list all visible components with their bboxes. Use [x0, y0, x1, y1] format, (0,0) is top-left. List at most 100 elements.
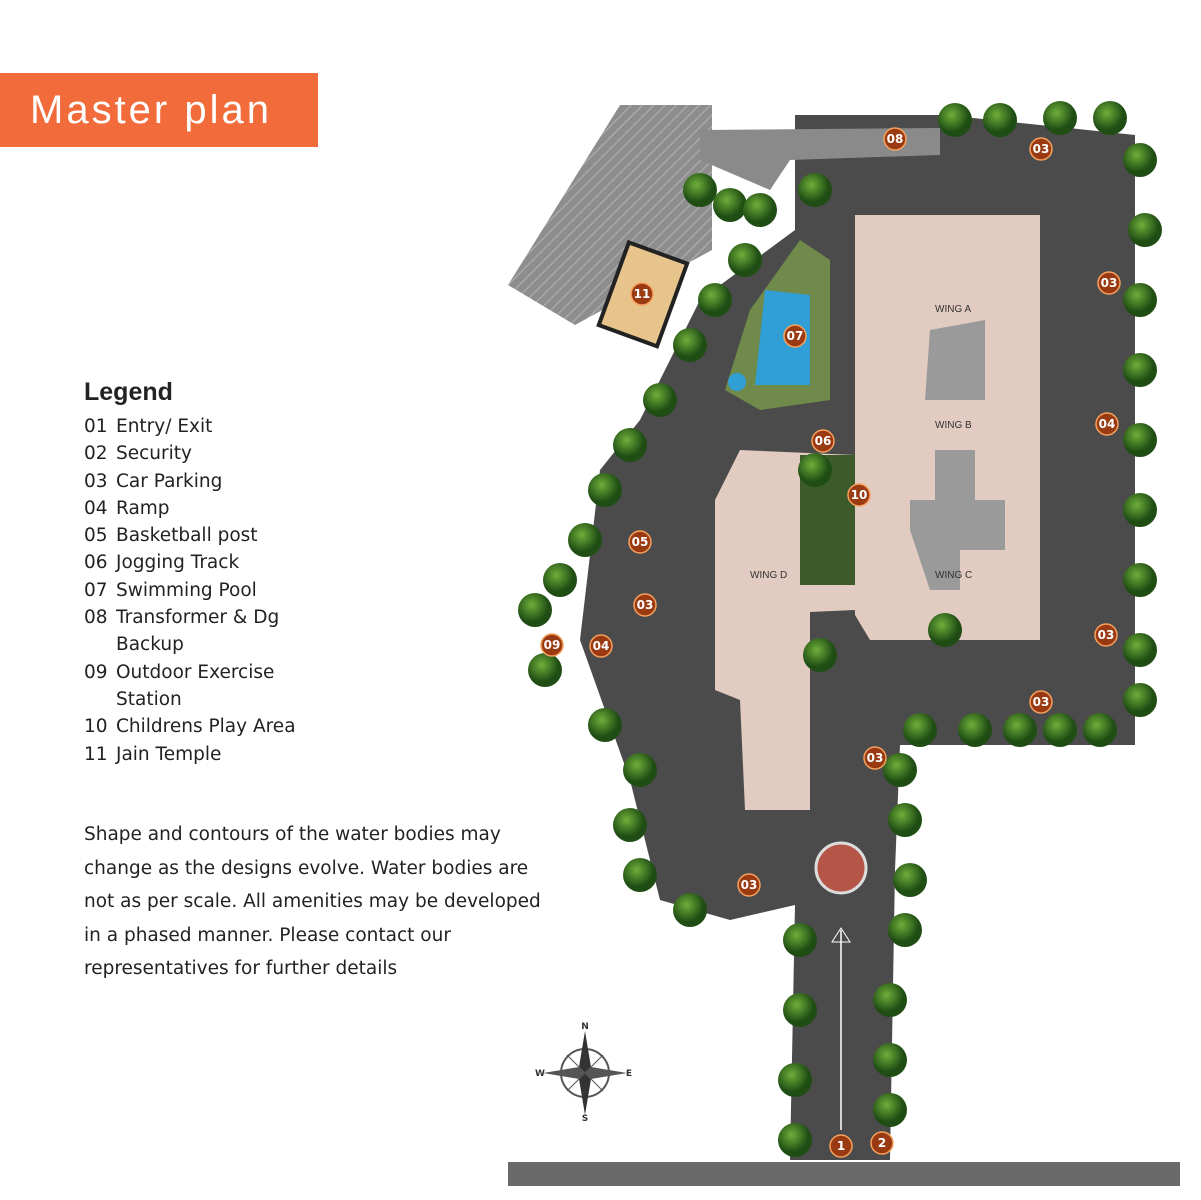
map-marker[interactable]: 04 [589, 634, 613, 658]
tree-icon [728, 243, 762, 277]
wing-d-label: WING D [750, 570, 787, 581]
marker-label: 06 [815, 434, 832, 448]
map-marker[interactable]: 03 [1029, 137, 1053, 161]
legend-item-label: Security [116, 443, 192, 465]
tree-icon [518, 593, 552, 627]
map-marker[interactable]: 04 [1095, 412, 1119, 436]
marker-circle [863, 746, 887, 770]
map-marker[interactable]: 05 [628, 530, 652, 554]
tree-icon [928, 613, 962, 647]
legend-item-number: 09 [84, 661, 108, 683]
marker-label: 11 [634, 287, 651, 301]
map-marker[interactable]: 1 [829, 1134, 853, 1158]
main-road [508, 1162, 1180, 1186]
compass-rose-icon: N S E W [535, 1022, 632, 1124]
marker-label: 2 [878, 1136, 886, 1150]
tree-icon [568, 523, 602, 557]
map-marker[interactable]: 06 [811, 429, 835, 453]
tree-icon [883, 753, 917, 787]
map-marker[interactable]: 03 [633, 593, 657, 617]
map-marker[interactable]: 03 [1094, 623, 1118, 647]
legend-item-label: Jogging Track [116, 552, 240, 574]
tree-icon [778, 1063, 812, 1097]
tree-icon [798, 173, 832, 207]
marker-label: 03 [637, 598, 654, 612]
marker-circle [633, 593, 657, 617]
map-marker[interactable]: 09 [540, 633, 564, 657]
tree-icon [643, 383, 677, 417]
map-marker[interactable]: 11 [630, 282, 654, 306]
legend-item: 01 Entry/ Exit [84, 413, 316, 440]
tree-icon [983, 103, 1017, 137]
marker-circle [783, 324, 807, 348]
marker-label: 03 [1033, 142, 1050, 156]
tree-icon [1043, 101, 1077, 135]
legend-item-number: 02 [84, 443, 108, 465]
map-marker[interactable]: 03 [1029, 690, 1053, 714]
tree-icon [743, 193, 777, 227]
legend-item: 03 Car Parking [84, 468, 316, 495]
tree-icon [888, 803, 922, 837]
map-marker[interactable]: 03 [1097, 271, 1121, 295]
legend-item-label: Childrens Play Area [116, 716, 296, 738]
marker-circle [870, 1131, 894, 1155]
legend-item-label: Jain Temple [116, 743, 222, 765]
tree-icon [673, 328, 707, 362]
legend-item-number: 01 [84, 416, 108, 437]
tree-icon [1123, 493, 1157, 527]
marker-label: 08 [887, 132, 904, 146]
legend-item-number: 11 [84, 743, 108, 765]
legend-item-number: 07 [84, 579, 108, 601]
marker-label: 03 [867, 751, 884, 765]
tree-icon [713, 188, 747, 222]
legend-item-label: Car Parking [116, 470, 223, 492]
wing-c-label: WING C [935, 570, 972, 581]
tree-icon [683, 173, 717, 207]
tree-icon [588, 708, 622, 742]
tree-icon [1123, 683, 1157, 717]
compass-e: E [626, 1069, 632, 1079]
tree-icon [1003, 713, 1037, 747]
tree-icon [873, 1093, 907, 1127]
legend-item-number: 10 [84, 716, 108, 738]
marker-label: 05 [632, 535, 649, 549]
legend-item-label: Entry/ Exit [116, 416, 213, 437]
marker-label: 09 [544, 638, 561, 652]
tree-icon [1123, 283, 1157, 317]
marker-label: 03 [741, 878, 758, 892]
tree-icon [613, 808, 647, 842]
marker-circle [847, 483, 871, 507]
legend-item: 07 Swimming Pool [84, 577, 316, 604]
map-marker[interactable]: 03 [863, 746, 887, 770]
compass-n: N [581, 1022, 589, 1032]
map-marker[interactable]: 10 [847, 483, 871, 507]
map-marker[interactable]: 03 [737, 873, 761, 897]
tree-icon [698, 283, 732, 317]
tree-icon [803, 638, 837, 672]
entry-arrow-head [831, 927, 851, 943]
tree-icon [783, 923, 817, 957]
legend-item: 02 Security [84, 440, 316, 467]
kids-pool [728, 373, 746, 391]
marker-label: 03 [1098, 628, 1115, 642]
marker-label: 07 [787, 329, 804, 343]
tree-icon [1123, 143, 1157, 177]
legend-item-label: Swimming Pool [116, 579, 257, 601]
wing-a-label: WING A [935, 304, 971, 315]
marker-circle [883, 127, 907, 151]
tree-icon [1043, 713, 1077, 747]
compass-s: S [582, 1114, 588, 1124]
tree-icon [903, 713, 937, 747]
landscape-trees [518, 101, 1162, 1157]
map-marker[interactable]: 08 [883, 127, 907, 151]
legend-item-number: 03 [84, 470, 108, 492]
tree-icon [1123, 353, 1157, 387]
marker-label: 10 [851, 488, 868, 502]
map-marker[interactable]: 07 [783, 324, 807, 348]
tree-icon [1128, 213, 1162, 247]
map-marker[interactable]: 2 [870, 1131, 894, 1155]
marker-circle [737, 873, 761, 897]
tree-icon [1093, 101, 1127, 135]
